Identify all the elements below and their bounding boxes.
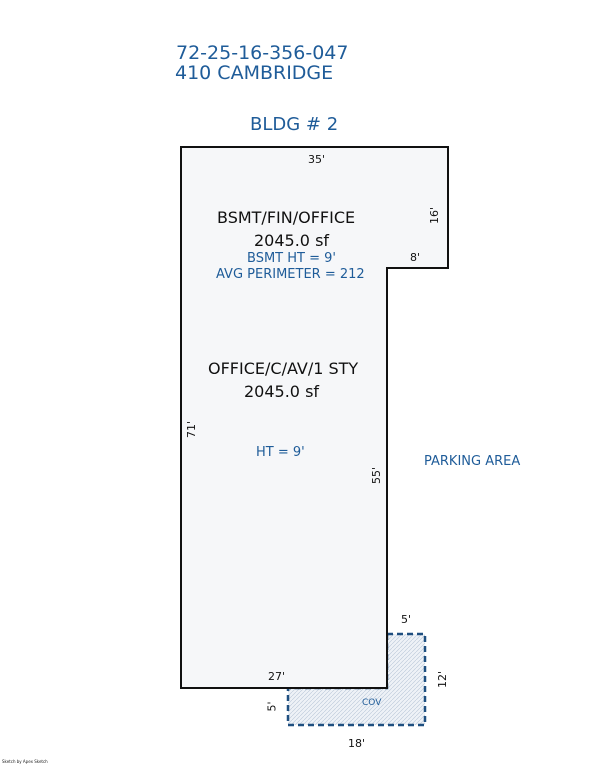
- dim-cov-left: 5': [265, 701, 279, 712]
- dim-bottom: 27': [268, 670, 286, 683]
- property-address: 410 CAMBRIDGE: [175, 62, 334, 84]
- sketch-credit: Sketch by Apex Sketch: [2, 759, 48, 764]
- parking-area-label: PARKING AREA: [424, 454, 521, 469]
- office-height: HT = 9': [256, 445, 305, 460]
- office-area-size: 2045.0 sf: [244, 382, 320, 401]
- dim-top: 35': [308, 153, 326, 166]
- office-area-name: OFFICE/C/AV/1 STY: [208, 359, 359, 378]
- parcel-id: 72-25-16-356-047: [176, 42, 349, 64]
- building-label: BLDG # 2: [250, 114, 339, 135]
- dim-notch: 8': [410, 251, 421, 264]
- building-outline: [180, 146, 449, 689]
- basement-perimeter: AVG PERIMETER = 212: [216, 267, 365, 282]
- basement-height: BSMT HT = 9': [247, 251, 336, 266]
- dim-left: 71': [185, 420, 199, 439]
- basement-area-size: 2045.0 sf: [254, 231, 330, 250]
- dim-cov-top: 5': [401, 613, 412, 626]
- dim-right-lower: 55': [370, 466, 384, 485]
- dim-cov-bottom: 18': [348, 737, 366, 750]
- cov-label: COV: [362, 698, 382, 708]
- dim-right-upper: 16': [428, 206, 442, 225]
- dim-cov-right: 12': [436, 670, 450, 689]
- basement-area-name: BSMT/FIN/OFFICE: [217, 208, 356, 227]
